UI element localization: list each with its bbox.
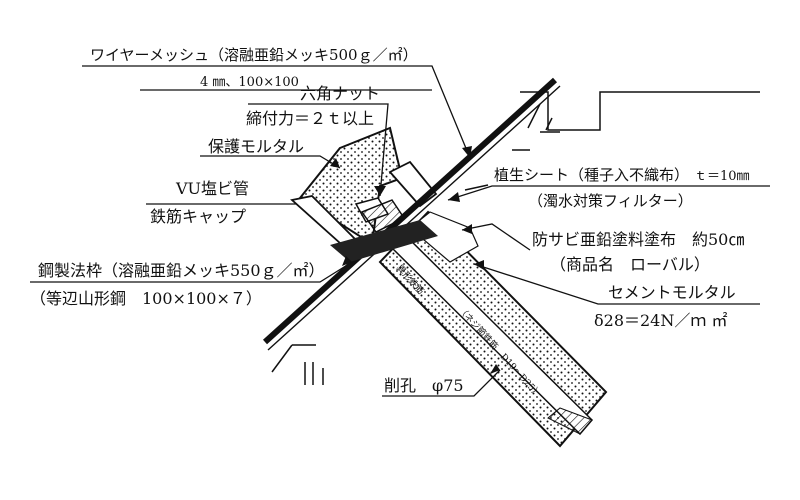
label-drill-hole: 削孔 φ75 (384, 376, 464, 395)
leader-hex-nut (248, 103, 389, 197)
label-rebar-cap: 鉄筋キャップ (150, 207, 246, 226)
label-steel-frame: 鋼製法枠（溶融亜鉛メッキ550ｇ／㎡） (38, 261, 325, 280)
leader-cement-mortar (473, 263, 760, 305)
label-cement-mortar: セメントモルタル (608, 283, 736, 302)
arrowheads (330, 146, 500, 374)
label-filter: （濁水対策フィルター） (528, 192, 693, 210)
leader-drill-hole (382, 369, 501, 397)
label-vu-pipe: VU塩ビ管 (175, 179, 249, 198)
label-vegetation-sheet: 植生シート（種子入不織布） (494, 166, 689, 184)
label-product-name: （商品名 ローバル） (550, 255, 710, 274)
label-protective-mortar: 保護モルタル (208, 137, 304, 156)
leader-steel-frame (30, 261, 353, 283)
wire-mesh-line (262, 77, 561, 351)
label-angle-steel: （等辺山形鋼 100×100×７） (30, 289, 262, 308)
label-wire-mesh: ワイヤーメッシュ（溶融亜鉛メッキ500ｇ／㎡） (90, 46, 418, 64)
label-thickness: ｔ＝10㎜ (694, 169, 750, 184)
steel-frame (330, 220, 438, 262)
leader-wire-mesh (82, 65, 471, 159)
label-mortar-strength: δ28＝24N／ｍ ㎡ (594, 311, 727, 330)
leader-protective-mortar (200, 155, 341, 169)
leader-vegetation-sheet (447, 185, 770, 201)
label-rust-coat: 防サビ亜鉛塗料塗布 約50㎝ (532, 230, 744, 249)
label-wire-mesh-spec: 4 ㎜、100×100 (200, 75, 299, 90)
label-torque: 締付力＝２ｔ以上 (246, 109, 374, 128)
label-hex-nut: 六角ナット (300, 84, 380, 103)
